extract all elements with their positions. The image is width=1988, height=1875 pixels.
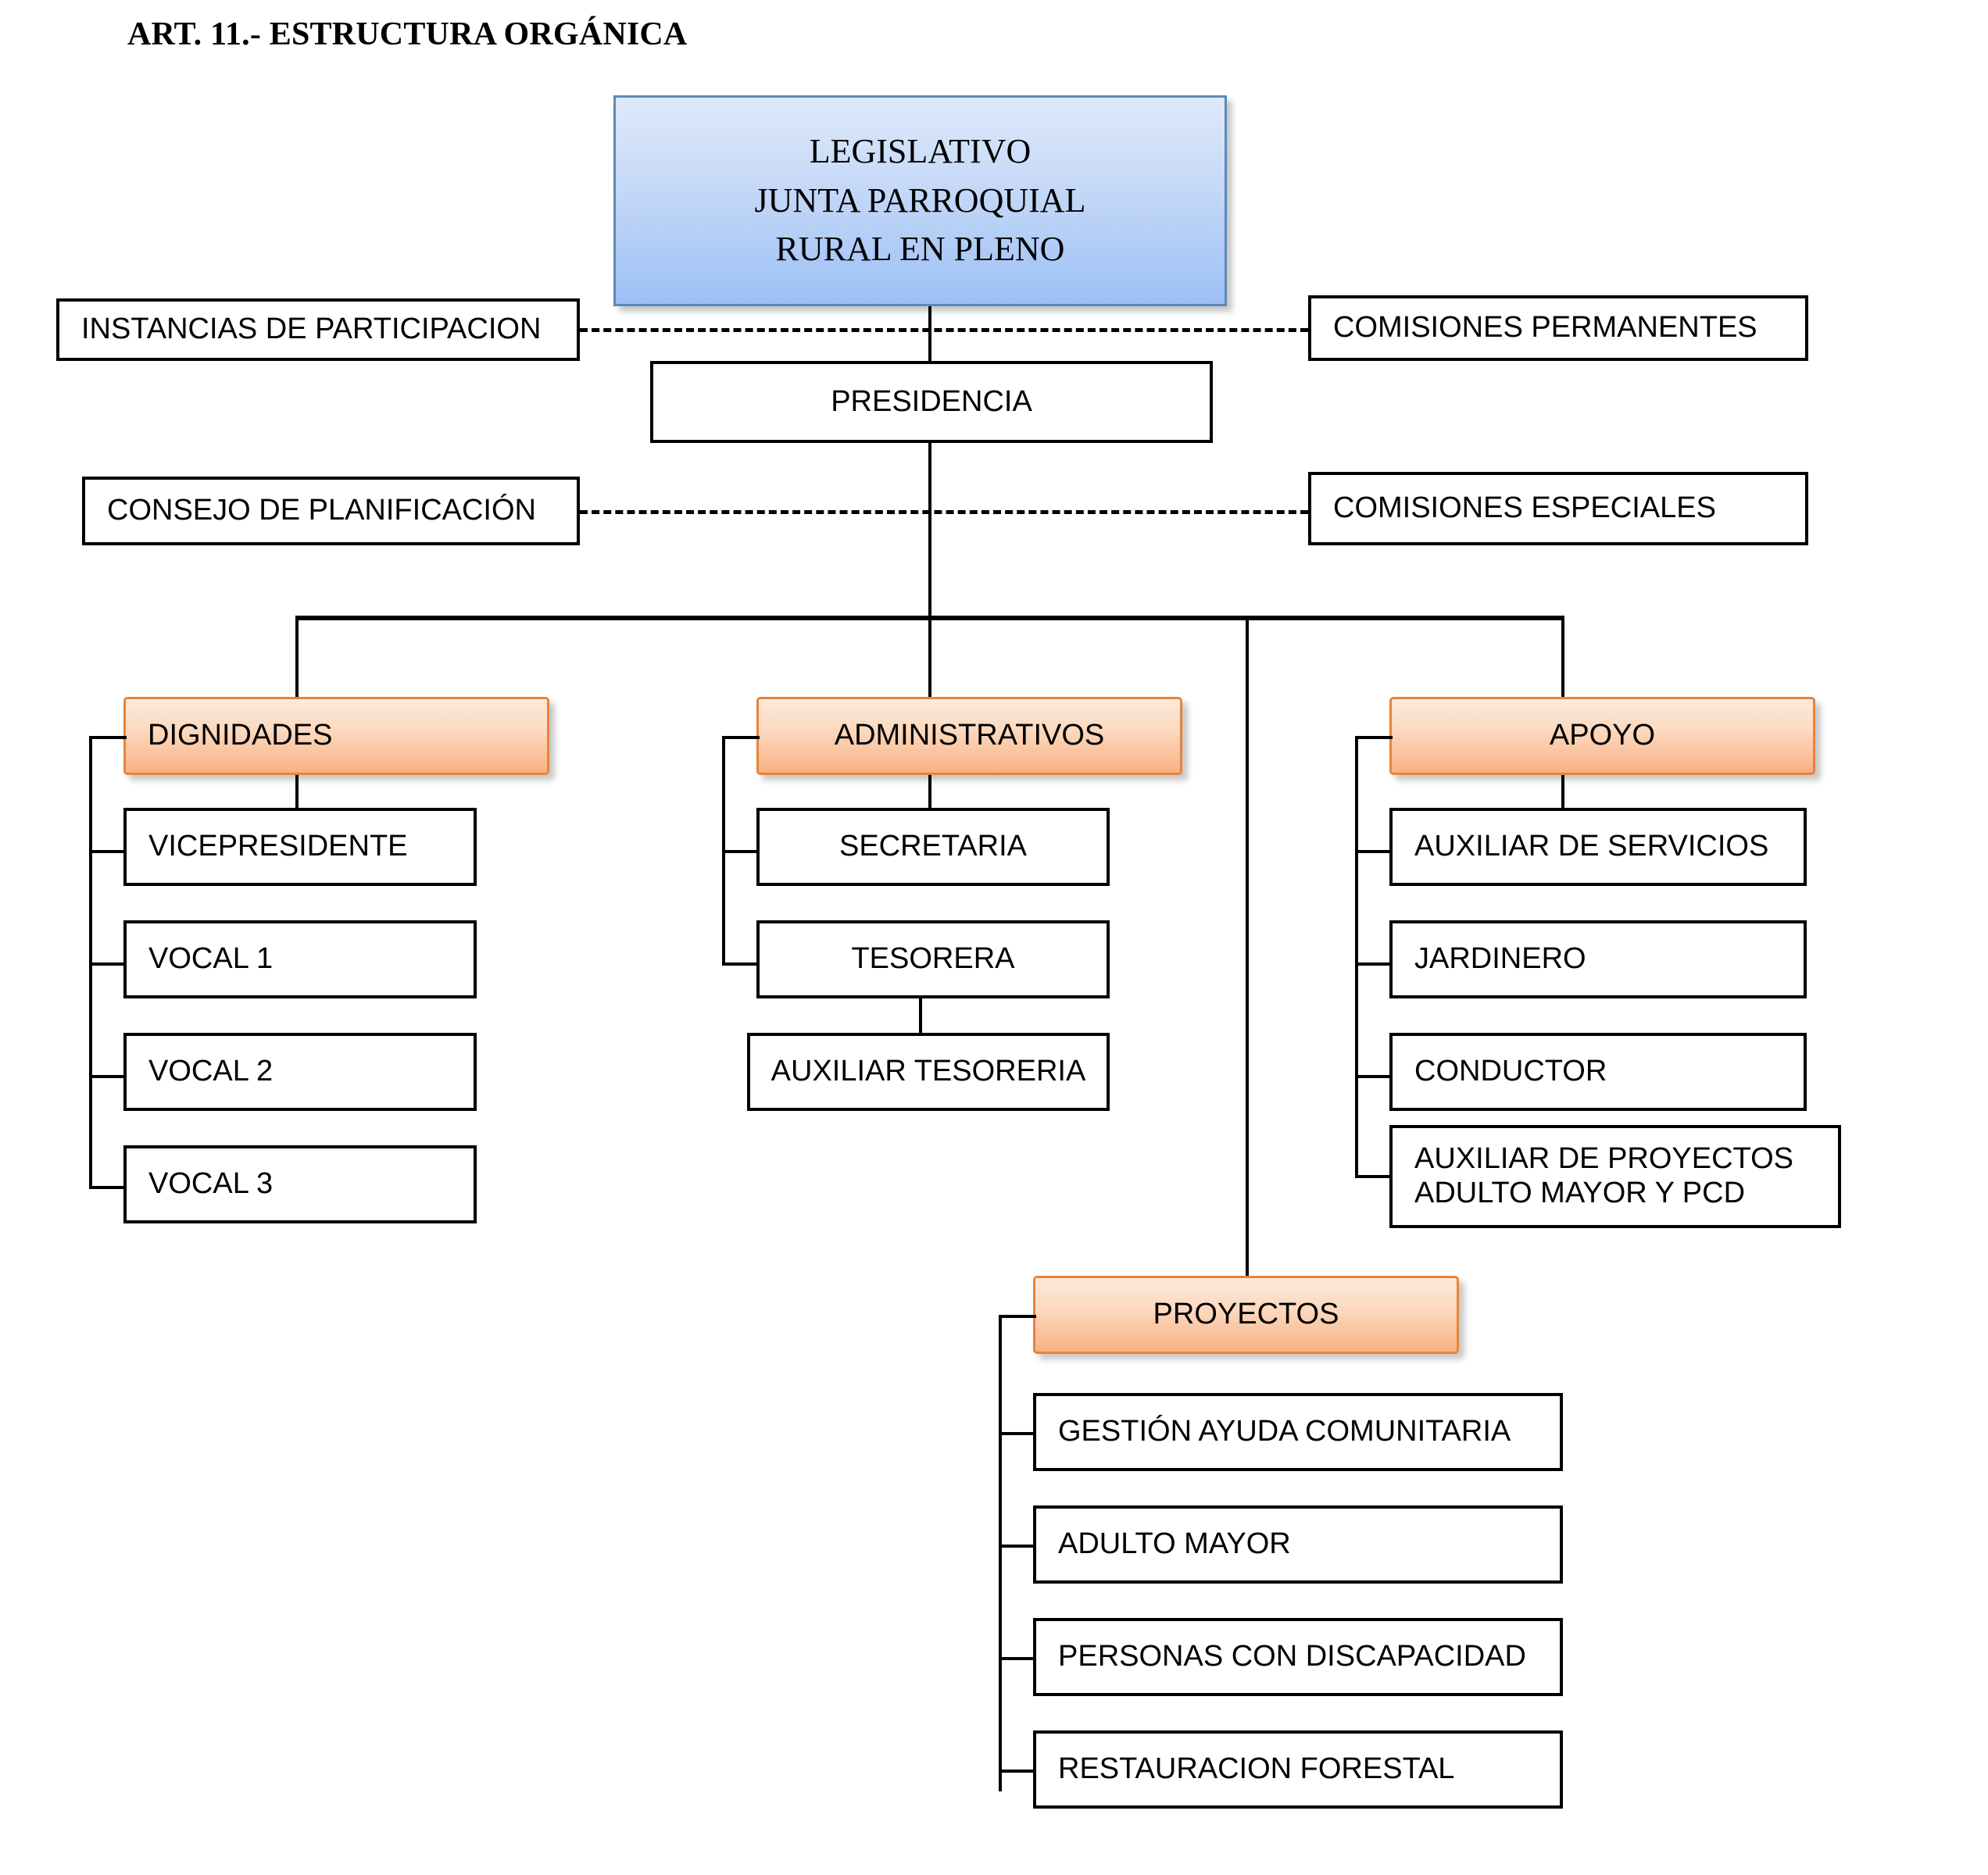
node-dignidades-header-label: DIGNIDADES [148,719,333,752]
connector-administrativos-header-to-child [928,775,931,808]
node-personas-con-discapacidad[interactable]: PERSONAS CON DISCAPACIDAD [1033,1618,1563,1696]
node-presidencia-label: PRESIDENCIA [831,384,1032,418]
node-comisiones-especiales[interactable]: COMISIONES ESPECIALES [1308,472,1808,545]
connector-proyectos-rail [999,1315,1002,1791]
node-auxiliar-tesoreria[interactable]: AUXILIAR TESORERIA [747,1033,1110,1111]
node-apoyo-header-label: APOYO [1549,719,1656,752]
connector-apoyo-stub-1 [1355,850,1393,853]
connector-bus-to-apoyo [1561,616,1564,708]
node-tesorera[interactable]: TESORERA [756,920,1110,998]
connector-dignidades-stub-1 [89,850,127,853]
node-secretaria[interactable]: SECRETARIA [756,808,1110,886]
node-vocal-3[interactable]: VOCAL 3 [123,1145,477,1223]
node-apoyo-header[interactable]: APOYO [1389,697,1815,775]
node-vocal-1[interactable]: VOCAL 1 [123,920,477,998]
node-tesorera-label: TESORERA [851,942,1015,976]
connector-bus-to-dignidades [295,616,299,708]
node-auxiliar-de-proyectos-adulto-mayor-pcd[interactable]: AUXILIAR DE PROYECTOS ADULTO MAYOR Y PCD [1389,1125,1841,1228]
dashed-connector-consejo-comisiones-especiales [580,510,1308,514]
connector-dignidades-stub-2 [89,962,127,966]
connector-dignidades-header-to-child [295,775,299,808]
node-secretaria-label: SECRETARIA [838,830,1027,863]
node-administrativos-header-label: ADMINISTRATIVOS [834,719,1105,752]
connector-administrativos-stub-1 [722,850,760,853]
node-dignidades-header[interactable]: DIGNIDADES [123,697,549,775]
connector-bus-to-administrativos [928,616,931,708]
connector-apoyo-stub-3 [1355,1075,1393,1078]
node-proyectos-header-label: PROYECTOS [1153,1298,1339,1331]
page-title: ART. 11.- ESTRUCTURA ORGÁNICA [127,16,688,52]
connector-proyectos-stub-1 [999,1432,1036,1435]
node-jardinero-label: JARDINERO [1414,942,1586,976]
node-legislativo-line-2: JUNTA PARROQUIAL [754,180,1086,220]
connector-administrativos-stub-2 [722,962,760,966]
connector-proyectos-stub-2 [999,1545,1036,1548]
node-comisiones-especiales-label: COMISIONES ESPECIALES [1333,491,1716,525]
node-vicepresidente[interactable]: VICEPRESIDENTE [123,808,477,886]
connector-administrativos-rail-stub-header [722,736,760,739]
connector-dignidades-rail-stub-header [89,736,127,739]
connector-presidencia-to-bus [928,443,931,619]
connector-dignidades-stub-4 [89,1186,127,1189]
node-auxiliar-de-proyectos-line-2: ADULTO MAYOR Y PCD [1414,1177,1746,1209]
node-auxiliar-de-servicios[interactable]: AUXILIAR DE SERVICIOS [1389,808,1807,886]
node-jardinero[interactable]: JARDINERO [1389,920,1807,998]
node-restauracion-forestal-label: RESTAURACION FORESTAL [1058,1752,1455,1786]
connector-proyectos-stub-4 [999,1770,1036,1773]
node-presidencia[interactable]: PRESIDENCIA [650,361,1213,443]
node-adulto-mayor[interactable]: ADULTO MAYOR [1033,1505,1563,1584]
connector-bus-to-proyectos [1246,616,1249,1276]
node-gestion-ayuda-comunitaria-label: GESTIÓN AYUDA COMUNITARIA [1058,1415,1511,1448]
dashed-connector-instancias-comisiones-permanentes [580,328,1308,332]
connector-tesorera-to-auxiliar [919,998,922,1033]
connector-dignidades-rail [89,736,92,1188]
node-vocal-1-label: VOCAL 1 [148,942,274,976]
node-proyectos-header[interactable]: PROYECTOS [1033,1276,1459,1354]
node-vocal-2[interactable]: VOCAL 2 [123,1033,477,1111]
node-instancias-de-participacion[interactable]: INSTANCIAS DE PARTICIPACION [56,298,580,361]
connector-apoyo-stub-2 [1355,962,1393,966]
node-legislativo-line-3: RURAL EN PLENO [775,230,1065,269]
node-gestion-ayuda-comunitaria[interactable]: GESTIÓN AYUDA COMUNITARIA [1033,1393,1563,1471]
node-consejo-de-planificacion[interactable]: CONSEJO DE PLANIFICACIÓN [82,477,580,545]
node-vocal-2-label: VOCAL 2 [148,1055,274,1088]
node-instancias-label: INSTANCIAS DE PARTICIPACION [81,312,542,346]
connector-root-to-presidencia [928,306,931,361]
node-comisiones-permanentes[interactable]: COMISIONES PERMANENTES [1308,295,1808,361]
connector-administrativos-rail [722,736,725,962]
connector-apoyo-header-to-child [1561,775,1564,808]
node-restauracion-forestal[interactable]: RESTAURACION FORESTAL [1033,1730,1563,1809]
node-personas-con-discapacidad-label: PERSONAS CON DISCAPACIDAD [1058,1640,1526,1673]
node-consejo-label: CONSEJO DE PLANIFICACIÓN [107,494,536,527]
node-conductor-label: CONDUCTOR [1414,1055,1607,1088]
node-conductor[interactable]: CONDUCTOR [1389,1033,1807,1111]
connector-apoyo-rail [1355,736,1358,1178]
connector-apoyo-stub-4 [1355,1175,1393,1178]
node-auxiliar-tesoreria-label: AUXILIAR TESORERIA [771,1055,1086,1088]
node-auxiliar-de-proyectos-line-1: AUXILIAR DE PROYECTOS [1414,1142,1793,1176]
node-legislativo-line-1: LEGISLATIVO [809,132,1032,171]
node-legislativo-junta-parroquial[interactable]: LEGISLATIVO JUNTA PARROQUIAL RURAL EN PL… [613,95,1227,306]
connector-dignidades-stub-3 [89,1075,127,1078]
node-comisiones-permanentes-label: COMISIONES PERMANENTES [1333,311,1757,345]
node-administrativos-header[interactable]: ADMINISTRATIVOS [756,697,1182,775]
node-adulto-mayor-label: ADULTO MAYOR [1058,1527,1291,1561]
node-vocal-3-label: VOCAL 3 [148,1167,274,1201]
connector-apoyo-rail-stub-header [1355,736,1393,739]
node-auxiliar-de-servicios-label: AUXILIAR DE SERVICIOS [1414,830,1769,863]
node-vicepresidente-label: VICEPRESIDENTE [148,830,408,863]
connector-proyectos-stub-3 [999,1657,1036,1660]
connector-proyectos-rail-stub-header [999,1315,1036,1318]
